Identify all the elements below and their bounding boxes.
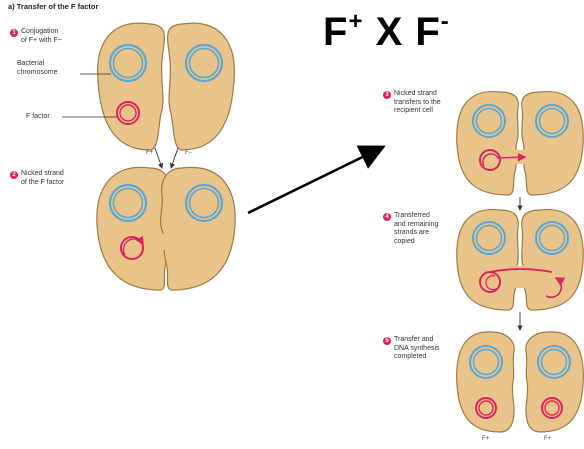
transition-arrow [248, 148, 381, 213]
cell-pair-step2 [97, 167, 235, 290]
donor-label: F+ [146, 150, 153, 156]
step-caption: Nicked strand of the F factor [21, 170, 64, 187]
conjugation-bridge [160, 234, 174, 250]
step-caption: Nicked strand transfers to the recipient… [394, 90, 441, 116]
cell-body [522, 92, 584, 195]
recipient-label: F+ [544, 436, 551, 442]
step-2: 2 Nicked strand of the F factor [10, 170, 64, 187]
cell-pair-step1 [98, 23, 235, 150]
down-arrow-right [171, 148, 178, 168]
recipient-label: F− [185, 150, 192, 156]
f-factor-label: F factor [26, 113, 50, 122]
step-caption: Transfer and DNA synthesis completed [394, 336, 440, 362]
step-number-badge: 4 [383, 213, 391, 221]
cross-title-sup2: - [441, 8, 450, 35]
cell-body [457, 210, 519, 310]
recipient-cell [168, 23, 235, 150]
cell-body [457, 92, 519, 195]
cell-pair-step4 [457, 210, 583, 310]
donor-label: F+ [482, 436, 489, 442]
cell-body [522, 210, 584, 310]
panel-title: a) Transfer of the F factor [8, 2, 98, 11]
down-arrow-left [155, 148, 162, 168]
step-4: 4 Transferred and remaining strands are … [383, 212, 438, 246]
step-caption: Conjugation of F+ with F− [21, 28, 62, 45]
cross-title: F+ X F- [323, 10, 450, 55]
step-1: 1 Conjugation of F+ with F− [10, 28, 62, 45]
cross-title-sup1: + [348, 8, 363, 35]
bacterial-chromosome-label: Bacterial chromosome [17, 60, 57, 77]
step-number-badge: 1 [10, 29, 18, 37]
step-number-badge: 5 [383, 337, 391, 345]
cell-pair-step3 [457, 92, 583, 195]
step-5: 5 Transfer and DNA synthesis completed [383, 336, 440, 362]
step-caption: Transferred and remaining strands are co… [394, 212, 438, 246]
cross-title-prefix: F [323, 10, 348, 54]
cell-pair-step5 [457, 332, 584, 432]
step-number-badge: 2 [10, 171, 18, 179]
cross-title-middle: X F [363, 10, 440, 54]
step-number-badge: 3 [383, 91, 391, 99]
donor-cell [98, 23, 165, 150]
step-3: 3 Nicked strand transfers to the recipie… [383, 90, 441, 116]
